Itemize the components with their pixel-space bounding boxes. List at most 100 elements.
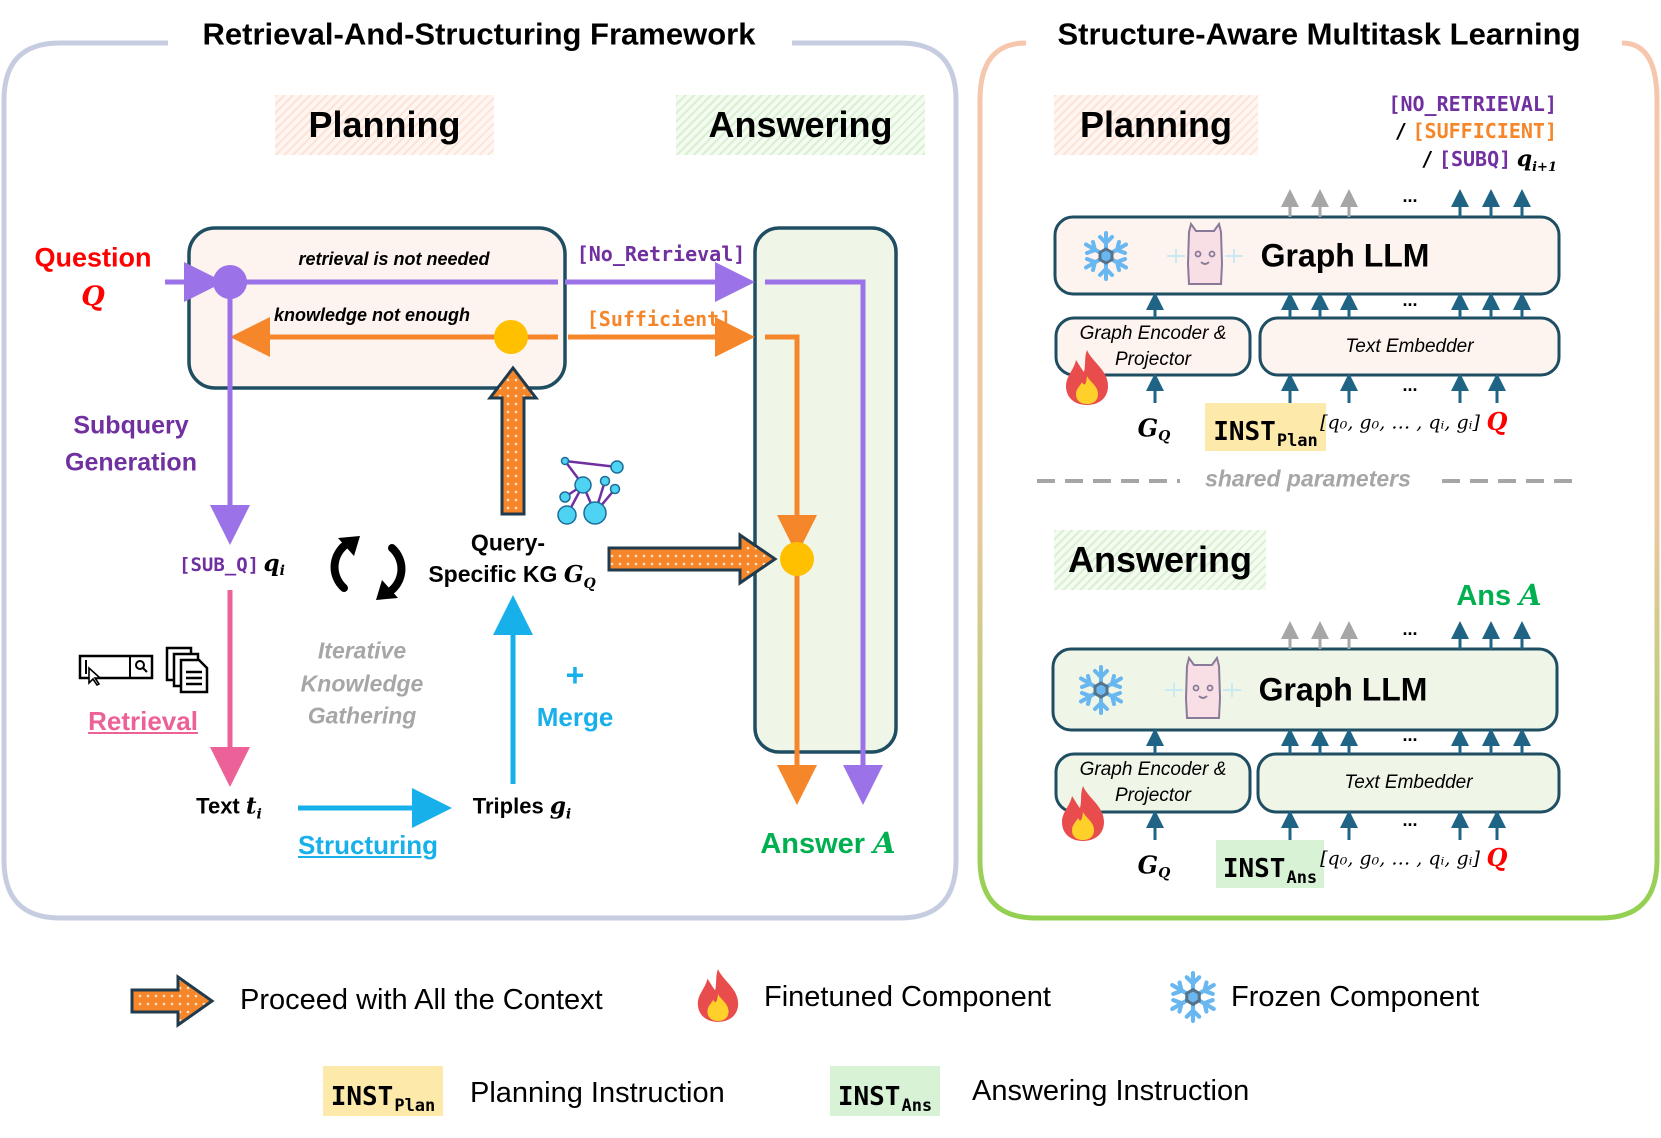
- subquery-label-line1: Subquery: [73, 411, 189, 440]
- legend-inst-ans-main: INST: [837, 1082, 901, 1112]
- legend-inst-plan-sub: Plan: [394, 1096, 436, 1116]
- answering-context-sequence: [q₀, g₀, … , qᵢ, gᵢ]: [1320, 847, 1480, 870]
- answering-question-input: Q: [1486, 843, 1508, 872]
- planning-output-no-retrieval: [NO_RETRIEVAL]: [1388, 92, 1557, 116]
- kg-label-line2: Specific KG GQ: [428, 563, 595, 591]
- planning-question-input: Q: [1486, 407, 1508, 436]
- no-retrieval-token: [No_Retrieval]: [576, 242, 746, 266]
- left-planning-label: Planning: [275, 95, 494, 155]
- planning-graph-llm-label: Graph LLM: [1260, 237, 1430, 274]
- output-separator: /: [1394, 119, 1407, 143]
- planning-output-subq: / [SUBQ] qi+1: [1421, 146, 1557, 175]
- legend-snowflake-icon: [1170, 971, 1216, 1023]
- planning-output-sufficient: / [SUFFICIENT]: [1395, 119, 1557, 144]
- iterative-label-line1: Iterative: [317, 637, 407, 664]
- planning-mid-ellipsis: ...: [1402, 290, 1418, 310]
- question-label: Question: [34, 242, 152, 273]
- inst-ans-sub: Ans: [1286, 868, 1318, 888]
- legend-inst-plan-main: INST: [330, 1082, 394, 1112]
- kg-label-line1: Query-: [470, 529, 546, 556]
- iterative-label-line3: Gathering: [307, 702, 417, 729]
- legend-planning-instruction-label: Planning Instruction: [470, 1077, 725, 1109]
- inst-plan-main: INST: [1213, 417, 1276, 447]
- legend-finetuned-label: Finetuned Component: [764, 981, 1051, 1013]
- legend-proceed-label: Proceed with All the Context: [240, 984, 603, 1016]
- graph-input-index: Q: [1158, 865, 1171, 882]
- kg-symbol: G: [563, 561, 584, 589]
- ans-symbol: A: [1519, 578, 1542, 612]
- finetuned-flame-icon: [1066, 350, 1108, 405]
- finetuned-flame-icon: [1062, 786, 1104, 841]
- encoder-line2: Projector: [1114, 785, 1192, 806]
- answering-graph-llm-box: [1051, 647, 1559, 732]
- planning-output-ellipsis: ...: [1402, 186, 1418, 206]
- answer-label: Answer: [760, 828, 866, 860]
- llama-model-icon: [1167, 222, 1243, 285]
- legend-answering-instruction-label: Answering Instruction: [972, 1075, 1250, 1107]
- legend-proceed-arrow-icon: [130, 974, 215, 1028]
- right-planning-label: Planning: [1054, 95, 1258, 155]
- legend-inst-ans-sub: Ans: [901, 1096, 933, 1116]
- iterative-label-line2: Knowledge: [300, 670, 424, 697]
- planning-decision-box: [187, 226, 567, 390]
- graph-input-symbol: G: [1137, 413, 1159, 443]
- frozen-snowflake-icon: [1079, 665, 1123, 715]
- merge-label: Merge: [536, 702, 614, 732]
- answer-output-label: Answer A: [760, 829, 895, 859]
- encoder-line1: Graph Encoder &: [1079, 322, 1227, 344]
- encoder-line1: Graph Encoder &: [1079, 759, 1227, 781]
- graph-input-index: Q: [1158, 428, 1171, 445]
- answering-graph-encoder-label: Graph Encoder & Projector: [1056, 754, 1250, 812]
- kg-label-text: Specific KG: [428, 561, 558, 588]
- subquery-label-line2: Generation: [65, 448, 197, 477]
- no-retrieval-answer-path: [765, 279, 883, 805]
- triples-index: i: [565, 806, 572, 823]
- text-label: Text: [196, 793, 240, 819]
- subq-symbol: q: [263, 549, 280, 577]
- proceed-context-arrow-right: [607, 532, 778, 586]
- output-subq-token: [SUBQ]: [1438, 147, 1512, 171]
- knowledge-not-enough-label: knowledge not enough: [274, 305, 470, 325]
- planning-graph-input: GQ: [1137, 413, 1171, 445]
- knowledge-graph-icon: [557, 456, 624, 525]
- encoder-line2: Projector: [1114, 348, 1192, 370]
- triples-node-label: Triples gi: [473, 794, 571, 821]
- ans-label: Ans: [1456, 580, 1512, 612]
- planning-graph-encoder-label: Graph Encoder & Projector: [1056, 318, 1250, 375]
- triples-label: Triples: [472, 793, 544, 819]
- sufficient-answer-path: [765, 334, 817, 555]
- left-answering-label: Answering: [676, 95, 925, 155]
- subquery-token: [SUB_Q] qi: [179, 552, 285, 578]
- right-answering-label: Answering: [1054, 530, 1266, 590]
- inst-ans-main: INST: [1222, 854, 1286, 884]
- question-symbol: Q: [81, 281, 105, 313]
- structuring-label: Structuring: [297, 830, 439, 860]
- left-panel-title: Retrieval-And-Structuring Framework: [188, 18, 770, 50]
- planning-text-embedder-box: [1258, 316, 1561, 377]
- sufficient-token: [Sufficient]: [586, 307, 732, 331]
- question-node: [213, 265, 247, 299]
- answer-symbol: A: [873, 826, 896, 860]
- legend-frozen-label: Frozen Component: [1231, 981, 1480, 1013]
- graph-input-symbol: G: [1137, 850, 1159, 880]
- retrieval-label: Retrieval: [88, 706, 198, 736]
- answering-stage-box: [753, 226, 898, 754]
- planning-context-sequence: [q₀, g₀, … , qᵢ, gᵢ]: [1320, 411, 1480, 434]
- output-separator: /: [1421, 147, 1434, 171]
- planning-input-ellipsis: ...: [1402, 375, 1418, 395]
- answering-output-ellipsis: ...: [1402, 619, 1418, 639]
- output-subq-index: i+1: [1532, 160, 1557, 175]
- right-panel-frame: [977, 40, 1660, 921]
- documents-icon: [165, 646, 209, 694]
- legend-flame-icon: [697, 969, 739, 1022]
- right-panel-title: Structure-Aware Multitask Learning: [1043, 18, 1595, 50]
- proceed-context-arrow-up: [486, 365, 540, 516]
- subq-index: i: [279, 563, 285, 580]
- frozen-snowflake-icon: [1084, 231, 1128, 281]
- planning-graph-llm-box: [1053, 215, 1561, 296]
